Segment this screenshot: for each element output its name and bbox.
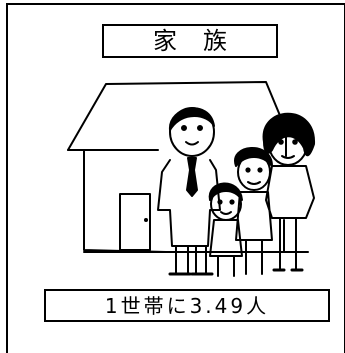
father-figure bbox=[157, 107, 221, 276]
family-house-illustration bbox=[67, 81, 316, 277]
title-box: 家族 bbox=[102, 24, 278, 58]
page-title: 家族 bbox=[153, 27, 253, 55]
mother-figure bbox=[262, 112, 316, 272]
daughter-figure bbox=[208, 182, 243, 277]
household-caption: 1世帯に3.49人 bbox=[104, 293, 270, 318]
caption-box: 1世帯に3.49人 bbox=[44, 289, 330, 322]
son-figure bbox=[234, 147, 273, 275]
house-icon bbox=[67, 81, 309, 253]
